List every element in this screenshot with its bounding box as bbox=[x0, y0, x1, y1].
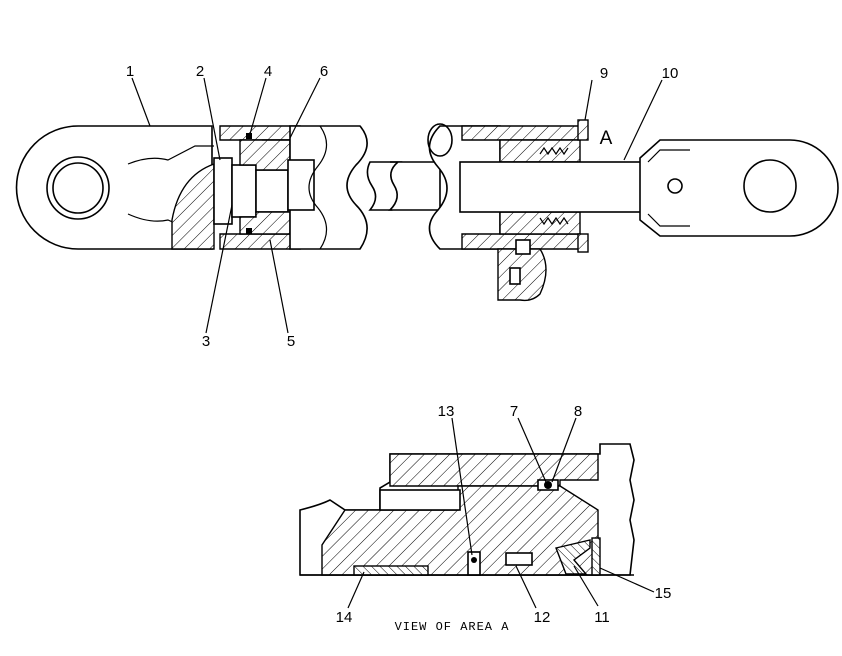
callout-7: 7 bbox=[510, 403, 518, 420]
rod-guide bbox=[499, 119, 589, 253]
callout-6: 6 bbox=[320, 63, 328, 80]
rod-eye-right bbox=[639, 139, 839, 237]
rod-middle bbox=[366, 161, 441, 211]
cylinder-assembly bbox=[15, 119, 839, 302]
callout-11: 11 bbox=[594, 609, 610, 626]
view-caption: VIEW OF AREA A bbox=[395, 620, 510, 634]
callout-15: 15 bbox=[655, 585, 672, 602]
detail-view-a bbox=[299, 443, 635, 576]
area-a-marker: A bbox=[600, 128, 613, 149]
port-fitting bbox=[497, 239, 547, 302]
callout-12: 12 bbox=[534, 609, 551, 626]
piston-section bbox=[213, 125, 301, 250]
leader-lines-upper bbox=[131, 77, 663, 334]
callout-9: 9 bbox=[600, 65, 608, 82]
rod-right bbox=[459, 161, 649, 213]
leader-lines-lower bbox=[347, 417, 655, 609]
callout-3: 3 bbox=[202, 333, 210, 350]
callout-1: 1 bbox=[126, 63, 134, 80]
rod-eye-left bbox=[15, 125, 215, 250]
callout-13: 13 bbox=[438, 403, 455, 420]
callout-4: 4 bbox=[264, 63, 272, 80]
callout-8: 8 bbox=[574, 403, 582, 420]
callout-5: 5 bbox=[287, 333, 295, 350]
callout-10: 10 bbox=[662, 65, 679, 82]
callout-14: 14 bbox=[336, 609, 353, 626]
callout-2: 2 bbox=[196, 63, 204, 80]
barrel-left bbox=[287, 125, 368, 250]
